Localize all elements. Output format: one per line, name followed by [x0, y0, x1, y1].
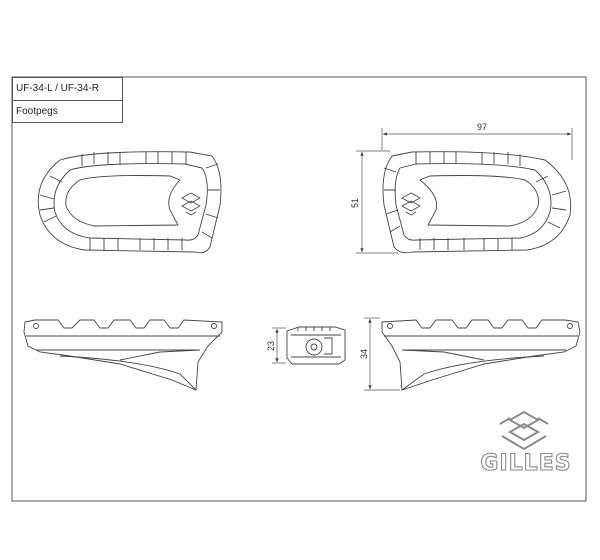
side-view-right: [381, 319, 581, 391]
dimension-side-height-label: 34: [359, 349, 369, 359]
dimension-width: [356, 150, 398, 254]
top-view-left: [37, 151, 222, 254]
brand-name: GILLES: [480, 451, 571, 476]
top-view-right: [382, 151, 572, 254]
dimension-width-label: 51: [350, 198, 360, 208]
logo-icon: [181, 192, 201, 216]
dimension-side-height: [364, 317, 400, 391]
dimension-end-height-label: 23: [266, 341, 276, 351]
end-view: [286, 326, 346, 365]
dimension-length-label: 97: [477, 122, 487, 132]
top-view-left-teeth: [39, 152, 220, 250]
part-description: Footpegs: [13, 100, 122, 123]
part-number: UF-34-L / UF-34-R: [16, 83, 99, 94]
title-block: UF-34-L / UF-34-R Footpegs: [12, 77, 123, 123]
top-view-right-teeth: [383, 152, 567, 250]
sheet-border: [11, 76, 587, 502]
brand-logo: GILLES: [480, 410, 571, 477]
side-view-left: [23, 319, 223, 391]
logo-icon: [401, 192, 421, 216]
dimension-end-height: [272, 327, 286, 364]
dimension-length: [381, 128, 573, 160]
brand-emblem-icon: [499, 410, 549, 451]
